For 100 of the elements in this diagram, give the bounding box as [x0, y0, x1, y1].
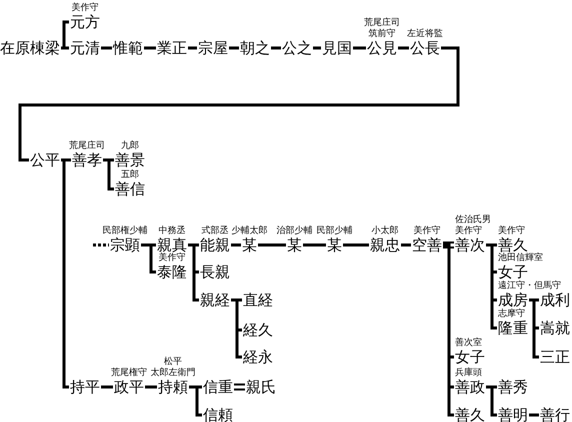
lineage-line — [61, 158, 69, 388]
title-label: 左近将監 — [407, 29, 443, 40]
person-name: 某 — [327, 237, 342, 253]
person-name: 公見 — [367, 40, 397, 56]
title-label: 美作守 — [455, 226, 482, 237]
title-label: 善次室 — [455, 338, 482, 349]
person-name: 親忠 — [370, 237, 400, 253]
title-label: 治部少輔 — [276, 226, 312, 237]
lineage-line — [233, 384, 246, 390]
lineage-line — [401, 244, 411, 246]
title-label: 遠江守・但馬守 — [498, 281, 561, 292]
person-name: 善景 — [115, 152, 145, 168]
title-label: 五郎 — [121, 170, 139, 181]
title-label: 九郎 — [121, 141, 139, 152]
person-name: 公之 — [282, 40, 312, 56]
lineage-line — [442, 242, 455, 248]
person-name: 空善 — [412, 237, 442, 253]
person-name: 直経 — [243, 292, 273, 308]
lineage-line — [486, 386, 497, 416]
person-name: 長親 — [200, 264, 230, 280]
person-name: 女子 — [498, 264, 528, 280]
lineage-line — [61, 20, 69, 50]
lineage-line — [144, 46, 156, 50]
title-label: 荒尾権守 — [111, 368, 147, 379]
person-name: 公長 — [410, 40, 440, 56]
title-label: 筑前守 — [368, 29, 396, 40]
lineage-line — [529, 414, 539, 416]
title-label: 民部権少輔 — [102, 226, 148, 237]
title-label: 兵庫頭 — [455, 368, 482, 379]
person-name: 嵩就 — [540, 320, 570, 336]
person-name: 在原棟梁 — [0, 40, 60, 56]
title-label: 志摩守 — [498, 309, 525, 320]
person-name: 朝之 — [240, 40, 270, 56]
title-label: 佐治氏男 — [455, 215, 491, 226]
person-name: 公平 — [30, 152, 60, 168]
lineage-line — [303, 244, 326, 246]
title-label: 荒尾庄司 — [69, 141, 105, 152]
person-name: 善久 — [455, 407, 485, 422]
lineage-line — [101, 386, 113, 388]
person-name: 業正 — [157, 40, 187, 56]
person-name: 元方 — [70, 14, 100, 30]
person-name: 隆重 — [498, 320, 528, 336]
person-name: 宗顕 — [110, 237, 140, 253]
person-name: 成利 — [540, 292, 570, 308]
lineage-line — [141, 244, 156, 274]
title-label: 民部少輔 — [316, 226, 352, 237]
person-name: 政平 — [114, 379, 144, 395]
lineage-line — [93, 244, 109, 246]
title-label: 中務丞 — [158, 226, 186, 237]
person-name: 善明 — [498, 407, 528, 422]
person-name: 惟範 — [113, 40, 143, 56]
lineage-line — [188, 46, 197, 50]
lineage-line — [101, 46, 112, 50]
person-name: 見国 — [322, 40, 352, 56]
title-label: 荒尾庄司 — [364, 18, 400, 28]
person-name: 持平 — [70, 379, 100, 395]
person-name: 元清 — [70, 40, 100, 56]
person-name: 善行 — [540, 407, 570, 422]
title-label: 美作守 — [72, 3, 98, 14]
lineage-line — [313, 46, 321, 50]
lineage-line — [145, 386, 157, 388]
person-name: 親経 — [200, 292, 230, 308]
person-name: 持頼 — [158, 379, 188, 395]
title-label: 美作守 — [158, 253, 186, 264]
person-name: 某 — [242, 237, 257, 253]
title-label: 池田信輝室 — [498, 253, 543, 264]
lineage-line — [353, 46, 366, 50]
person-name: 善信 — [115, 181, 145, 197]
person-name: 親氏 — [246, 379, 276, 395]
person-name: 善政 — [455, 379, 485, 395]
lineage-line — [398, 46, 409, 50]
lineage-line — [18, 46, 460, 162]
lineage-line — [258, 244, 286, 246]
person-name: 宗屋 — [198, 40, 228, 56]
person-name: 経永 — [243, 349, 273, 365]
title-label: 太郎左衛門 — [150, 368, 196, 379]
person-name: 能親 — [200, 237, 230, 253]
person-name: 女子 — [455, 349, 485, 365]
person-name: 善久 — [498, 237, 528, 253]
person-name: 善孝 — [72, 152, 102, 168]
title-label: 少輔太郎 — [232, 226, 268, 237]
title-label: 美作守 — [414, 226, 440, 237]
person-name: 泰隆 — [157, 264, 187, 280]
lineage-line — [231, 244, 241, 246]
person-name: 親真 — [157, 237, 187, 253]
title-label: 式部丞 — [202, 226, 228, 237]
lineage-line — [229, 46, 239, 50]
lineage-line — [271, 46, 281, 50]
person-name: 善次 — [455, 237, 485, 253]
person-name: 信重 — [203, 379, 233, 395]
title-label: 美作守 — [498, 226, 525, 237]
lineage-line — [343, 244, 369, 246]
person-name: 三正 — [540, 349, 570, 365]
person-name: 善秀 — [498, 379, 528, 395]
title-label: 松平 — [164, 357, 182, 368]
lineage-line — [103, 158, 114, 190]
person-name: 成房 — [498, 292, 528, 308]
lineage-line — [189, 386, 202, 416]
person-name: 経久 — [243, 322, 273, 338]
title-label: 小太郎 — [372, 226, 398, 237]
